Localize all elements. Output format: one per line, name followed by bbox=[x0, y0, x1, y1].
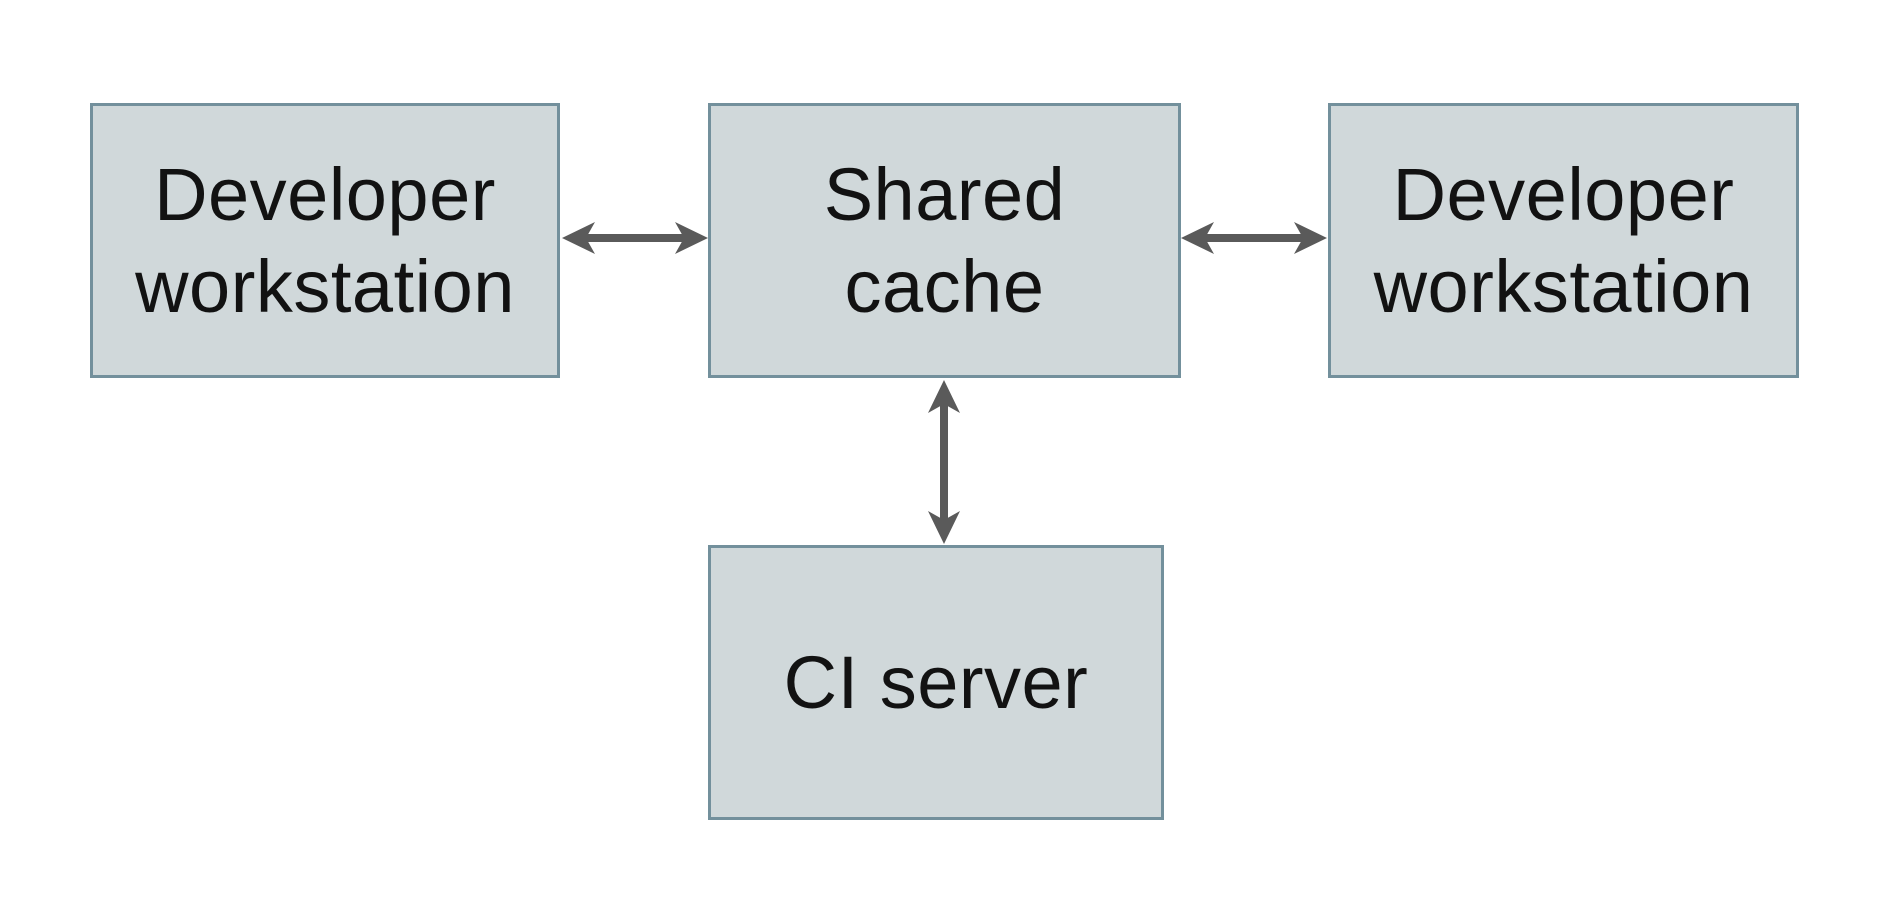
arrowhead-down-icon bbox=[928, 511, 960, 544]
node-ci-server-label: CI server bbox=[783, 640, 1089, 724]
node-developer-workstation-right-label: Developer workstation bbox=[1373, 152, 1754, 328]
arrowhead-right-icon bbox=[1294, 222, 1327, 254]
node-developer-workstation-left-label: Developer workstation bbox=[135, 152, 515, 328]
arrowhead-right-icon bbox=[675, 222, 708, 254]
node-shared-cache: Shared cache bbox=[708, 103, 1181, 378]
arrowhead-left-icon bbox=[1181, 222, 1214, 254]
arrowhead-up-icon bbox=[928, 380, 960, 413]
arrow-shared-cache-dev-right bbox=[1181, 222, 1327, 254]
node-ci-server: CI server bbox=[708, 545, 1164, 820]
arrow-shared-cache-ci-server bbox=[928, 380, 960, 544]
arrowhead-left-icon bbox=[562, 222, 595, 254]
node-shared-cache-label: Shared cache bbox=[823, 152, 1066, 328]
arrow-dev-left-shared-cache bbox=[562, 222, 708, 254]
node-developer-workstation-right: Developer workstation bbox=[1328, 103, 1799, 378]
node-developer-workstation-left: Developer workstation bbox=[90, 103, 560, 378]
